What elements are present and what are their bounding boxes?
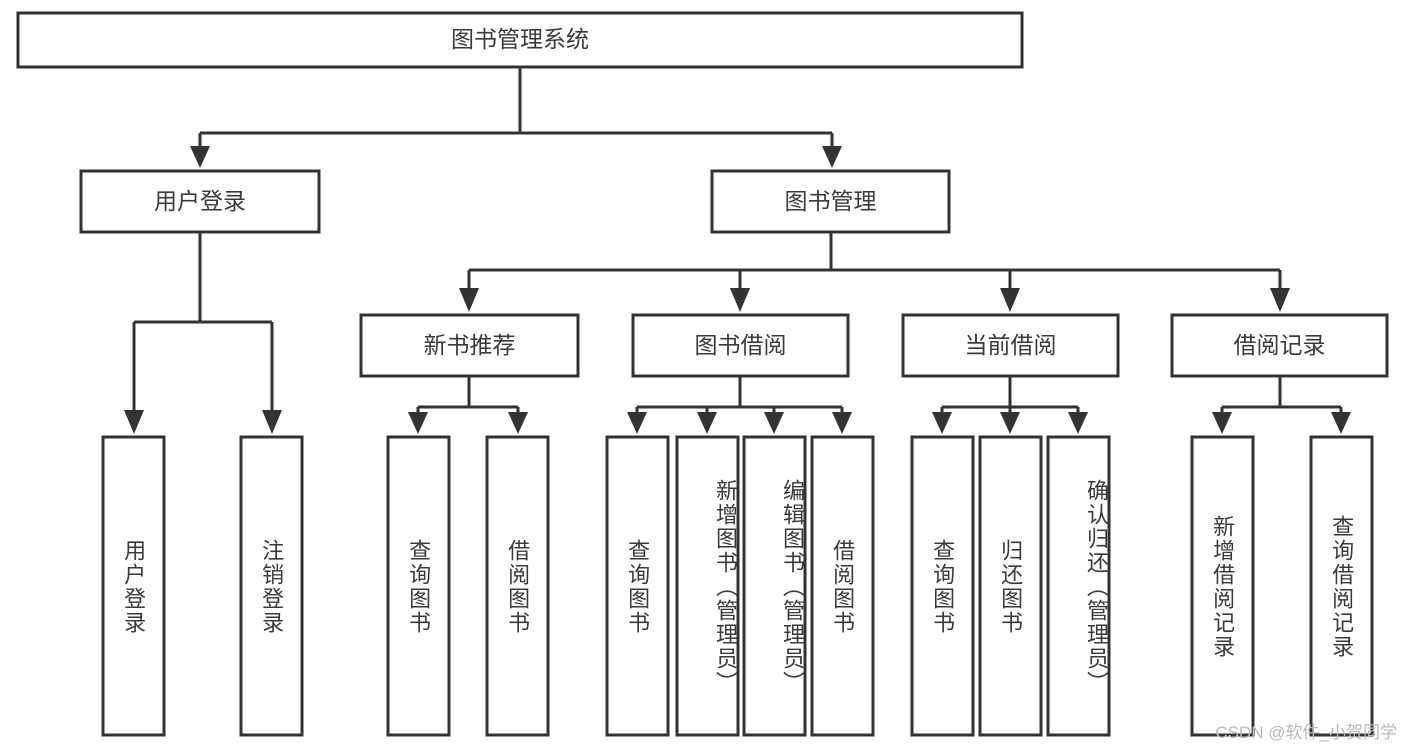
connector-current-borrow-to-leaves (932, 376, 1088, 434)
connector-user-login-to-leaves (124, 232, 282, 434)
node-box-user-login[interactable] (79, 169, 321, 234)
node-box-leaf-query-book-recommend[interactable] (386, 435, 451, 737)
node-box-leaf-borrow-book-recommend[interactable] (485, 435, 550, 737)
connector-root-to-level2 (190, 67, 842, 168)
node-box-leaf-user-login[interactable] (101, 435, 166, 737)
node-box-current-borrow[interactable] (901, 313, 1120, 378)
node-box-leaf-borrow-book[interactable] (810, 435, 875, 737)
node-box-borrow-records[interactable] (1170, 313, 1389, 378)
node-box-root[interactable] (16, 11, 1024, 69)
node-box-leaf-logout[interactable] (239, 435, 304, 737)
node-box-leaf-confirm-return[interactable] (1046, 435, 1111, 737)
node-box-leaf-query-book-current[interactable] (910, 435, 975, 737)
connector-book-management-to-level3 (459, 232, 1290, 312)
node-box-leaf-query-book-borrow[interactable] (605, 435, 670, 737)
connector-book-borrow-to-leaves (627, 376, 852, 434)
node-box-book-management[interactable] (710, 169, 951, 234)
node-box-new-book-recommend[interactable] (359, 313, 580, 378)
watermark-text: CSDN @软件_小贺同学 (1215, 723, 1397, 742)
node-box-book-borrow[interactable] (631, 313, 850, 378)
node-box-leaf-add-borrow-record[interactable] (1190, 435, 1255, 737)
node-box-leaf-add-book[interactable] (675, 435, 740, 737)
node-box-leaf-edit-book[interactable] (742, 435, 807, 737)
connector-borrow-records-to-leaves (1212, 376, 1351, 434)
node-box-leaf-return-book[interactable] (978, 435, 1043, 737)
connector-new-book-recommend-to-leaves (408, 376, 528, 434)
node-box-leaf-query-borrow-record[interactable] (1309, 435, 1374, 737)
